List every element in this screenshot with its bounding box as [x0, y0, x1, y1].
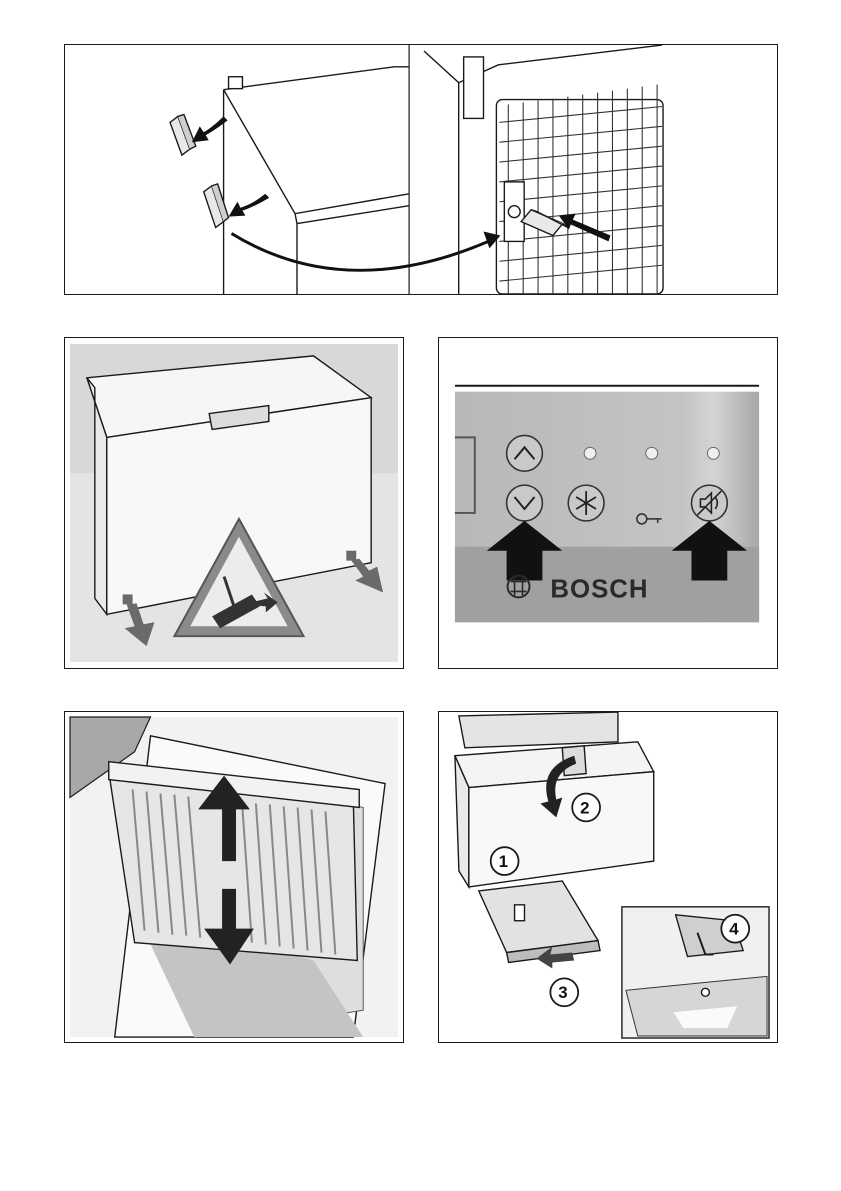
alarm-mute-button[interactable]	[691, 485, 727, 521]
step-1-label: 1	[499, 852, 508, 871]
step-3-badge: 3	[550, 978, 578, 1006]
hinge-cap-bottom	[204, 184, 229, 228]
drain-steps-drawing: 1 2 3 4	[439, 712, 777, 1042]
step-4-label: 4	[729, 920, 739, 939]
step-2-badge: 2	[572, 794, 600, 822]
divider-drawing	[65, 712, 403, 1042]
step-2-label: 2	[580, 798, 589, 817]
down-button[interactable]	[507, 485, 543, 521]
super-freeze-button[interactable]	[568, 485, 604, 521]
freezer-lid-left	[224, 67, 410, 294]
step-4-badge: 4	[721, 915, 749, 943]
hinge-cap-fitting	[521, 210, 568, 236]
indicator-light-1	[584, 447, 596, 459]
illustration-chest-freezer	[64, 337, 404, 669]
drain-tray	[479, 881, 600, 963]
hinge-bracket	[504, 182, 524, 242]
illustration-hinge-caps	[64, 44, 778, 295]
illustration-drain-steps: 1 2 3 4	[438, 711, 778, 1043]
arrow-remove-caps	[192, 116, 269, 216]
up-button[interactable]	[507, 435, 543, 471]
illustration-divider	[64, 711, 404, 1043]
hinge-cap-top	[170, 114, 196, 155]
indicator-light-3	[707, 447, 719, 459]
indicator-light-2	[646, 447, 658, 459]
arrow-to-right	[232, 233, 489, 270]
illustration-control-panel: BOSCH	[438, 337, 778, 669]
brand-name: BOSCH	[550, 575, 648, 603]
chest-freezer-drawing	[65, 338, 403, 668]
hinge-caps-drawing	[65, 45, 777, 294]
step-3-label: 3	[558, 983, 567, 1002]
control-panel-drawing: BOSCH	[439, 338, 777, 668]
step-1-badge: 1	[491, 847, 519, 875]
